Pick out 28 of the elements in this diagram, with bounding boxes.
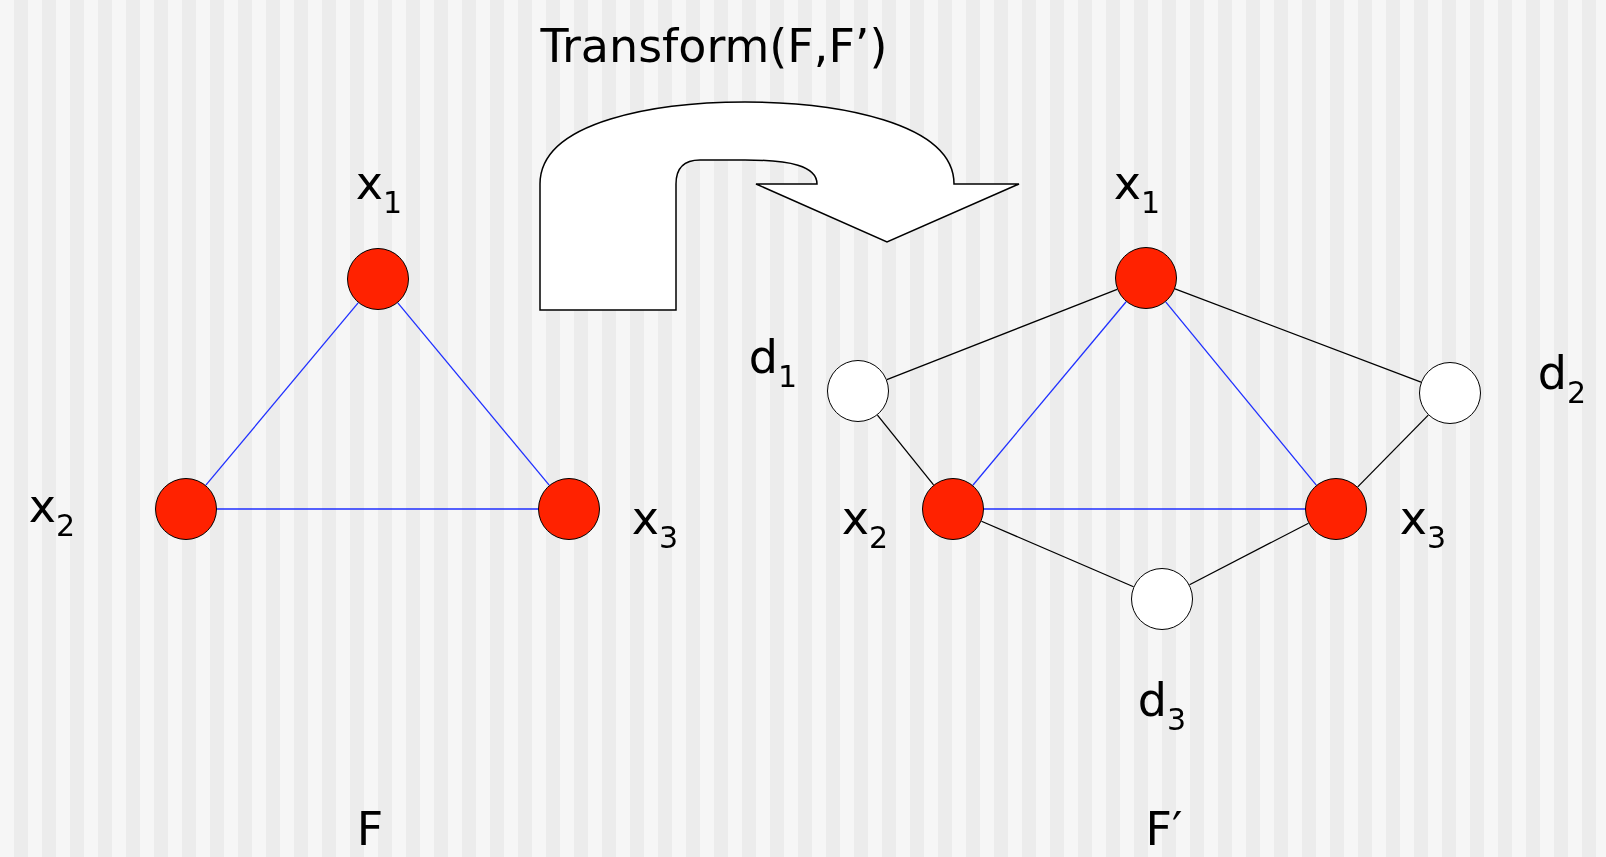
- node-label: d$_{3}$: [1137, 677, 1187, 735]
- connector-line: [983, 508, 1306, 510]
- connector-line: [1174, 288, 1422, 383]
- node-label: d$_{2}$: [1537, 350, 1587, 408]
- node-label: x$_{2}$: [841, 495, 889, 553]
- connector-line: [397, 302, 550, 486]
- connector-line: [1357, 414, 1429, 488]
- node-label: x$_{1}$: [355, 160, 403, 218]
- connector-line: [886, 288, 1118, 381]
- graph-label: F: [356, 806, 384, 852]
- node-circle: [1305, 478, 1367, 540]
- node-label: x$_{2}$: [28, 483, 76, 541]
- graph-label: F′: [1145, 806, 1183, 852]
- node-label: x$_{1}$: [1113, 160, 1161, 218]
- diagram-title: Transform(F,F’): [540, 23, 888, 69]
- node-label: x$_{3}$: [631, 495, 679, 553]
- connector-line: [216, 508, 539, 510]
- node-label: d$_{1}$: [748, 334, 798, 392]
- node-circle: [922, 478, 984, 540]
- node-circle: [347, 248, 409, 310]
- node-label: x$_{3}$: [1399, 495, 1447, 553]
- connector-line: [876, 414, 935, 486]
- connector-line: [1188, 522, 1310, 586]
- connector-line: [972, 301, 1127, 486]
- connector-line: [980, 520, 1135, 588]
- connector-line: [1165, 301, 1317, 486]
- connector-line: [205, 302, 359, 486]
- node-circle: [1419, 362, 1481, 424]
